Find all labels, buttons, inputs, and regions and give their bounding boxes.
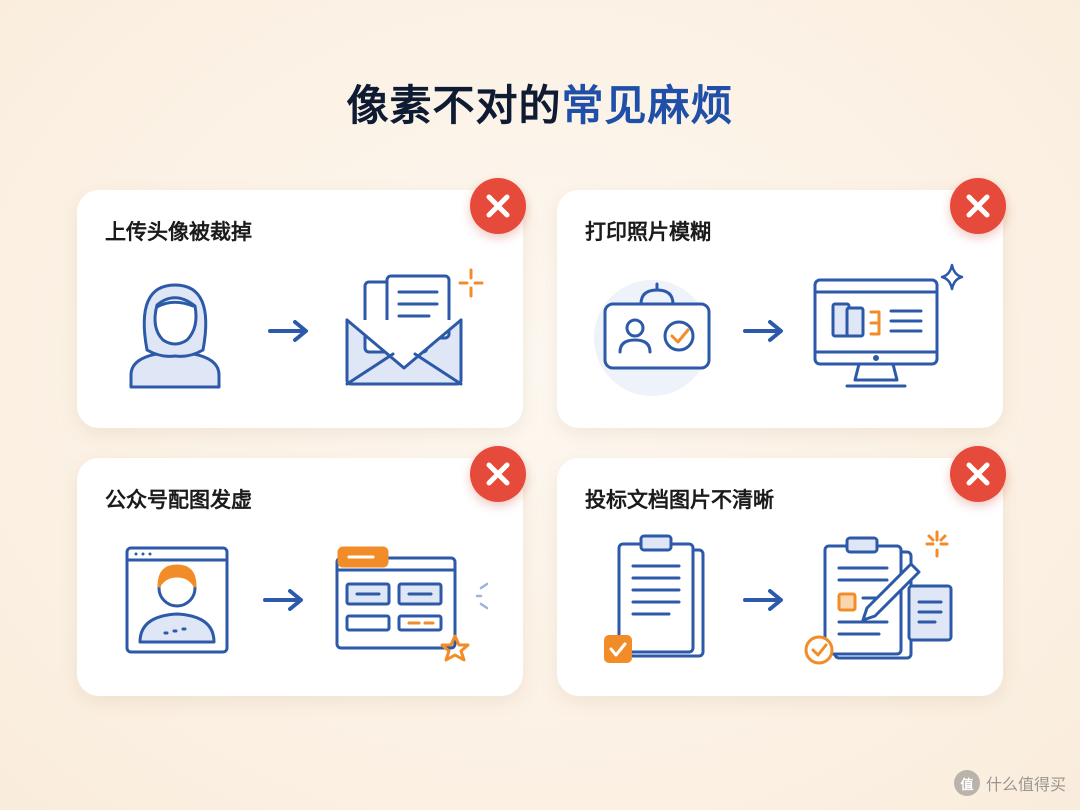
clipboard-document-icon	[617, 534, 705, 658]
arrow-right-icon	[743, 589, 783, 611]
title-part-highlight: 常见麻烦	[561, 81, 734, 130]
card-bid-document-unclear: 投标文档图片不清晰	[557, 458, 1003, 696]
monitor-icon	[813, 278, 939, 388]
page-title: 像素不对的常见麻烦	[0, 72, 1080, 133]
id-card-icon	[603, 282, 711, 370]
card-print-blurry: 打印照片模糊	[557, 190, 1003, 428]
web-layout-icon	[335, 546, 457, 650]
sparkle-lines	[475, 582, 489, 610]
arrow-right-icon	[268, 320, 308, 342]
watermark: 值 什么值得买	[953, 766, 1066, 800]
card-illustration	[604, 530, 953, 665]
card-avatar-cropped: 上传头像被裁掉	[77, 190, 523, 428]
card-label: 投标文档图片不清晰	[585, 488, 774, 512]
user-avatar-icon	[129, 283, 221, 389]
card-label: 上传头像被裁掉	[105, 220, 252, 244]
error-x-icon	[950, 178, 1006, 234]
arrow-right-icon	[743, 320, 783, 342]
envelope-icon	[345, 274, 463, 386]
card-label: 打印照片模糊	[585, 220, 711, 244]
sparkle-icon	[458, 268, 484, 298]
edit-document-icon	[823, 536, 953, 660]
sparkle-icon	[925, 530, 949, 558]
star-icon	[440, 634, 470, 662]
sparkle-icon	[940, 263, 964, 291]
watermark-text: 什么值得买	[985, 775, 1066, 794]
card-label: 公众号配图发虚	[105, 488, 252, 512]
error-x-icon	[470, 446, 526, 502]
error-x-icon	[950, 446, 1006, 502]
error-x-icon	[470, 178, 526, 234]
checkbox-icon	[604, 635, 632, 663]
card-illustration	[129, 268, 484, 389]
profile-window-icon	[125, 546, 229, 654]
watermark-logo-icon: 值	[953, 770, 980, 796]
card-illustration	[594, 263, 964, 396]
arrow-right-icon	[263, 589, 303, 611]
seal-check-icon	[804, 635, 834, 665]
card-wechat-image-blurry: 公众号配图发虚	[77, 458, 523, 696]
title-part-dark: 像素不对的	[346, 81, 562, 130]
card-illustration	[125, 546, 489, 662]
